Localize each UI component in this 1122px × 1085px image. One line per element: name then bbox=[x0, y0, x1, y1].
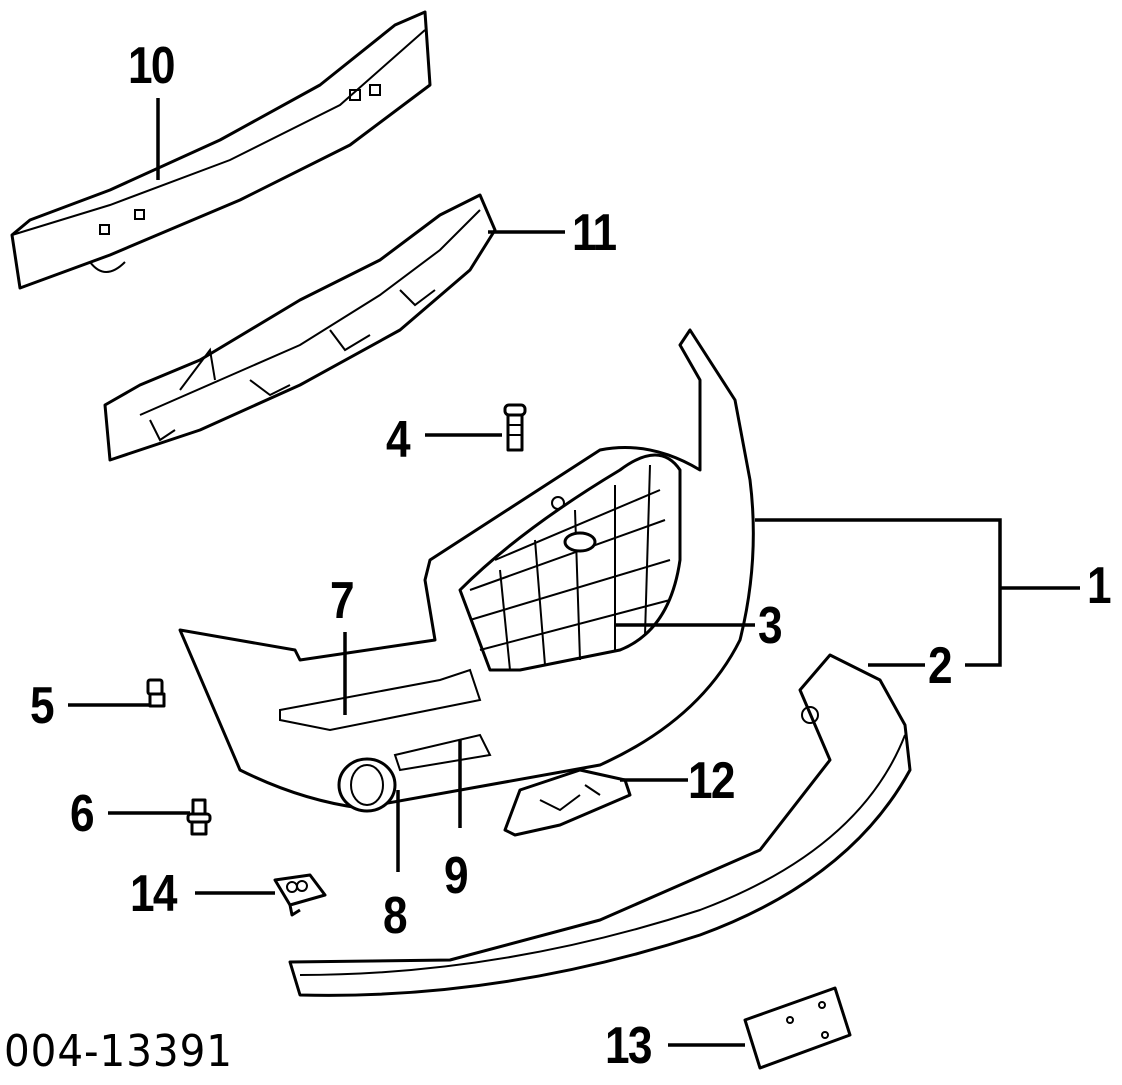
push-pin-part bbox=[503, 403, 527, 452]
leader-lines bbox=[68, 98, 1080, 1047]
energy-absorber-part bbox=[103, 193, 497, 462]
callout-1: 1 bbox=[1087, 557, 1112, 615]
grille-part bbox=[458, 453, 682, 672]
callout-6: 6 bbox=[70, 785, 95, 843]
bumper-cover-part bbox=[178, 328, 755, 813]
callout-11: 11 bbox=[572, 204, 617, 262]
callout-10: 10 bbox=[128, 37, 175, 95]
screw-part bbox=[186, 798, 212, 836]
callout-5: 5 bbox=[30, 677, 55, 735]
callout-3: 3 bbox=[758, 597, 783, 655]
callout-8: 8 bbox=[383, 887, 408, 945]
callout-2: 2 bbox=[928, 637, 953, 695]
figure-code: 004-13391 bbox=[4, 1026, 233, 1077]
nut-clip-part bbox=[273, 873, 327, 917]
callout-9: 9 bbox=[444, 847, 469, 905]
bracket-part bbox=[503, 768, 632, 837]
callout-14: 14 bbox=[130, 865, 177, 923]
bolt-part bbox=[146, 678, 166, 708]
callout-4: 4 bbox=[386, 411, 411, 469]
impact-bar-part bbox=[10, 10, 432, 290]
callout-13: 13 bbox=[605, 1017, 652, 1075]
callout-12: 12 bbox=[688, 752, 735, 810]
lower-valance-part bbox=[288, 653, 912, 997]
callout-7: 7 bbox=[330, 572, 355, 630]
license-plate-bracket-part bbox=[743, 986, 852, 1070]
